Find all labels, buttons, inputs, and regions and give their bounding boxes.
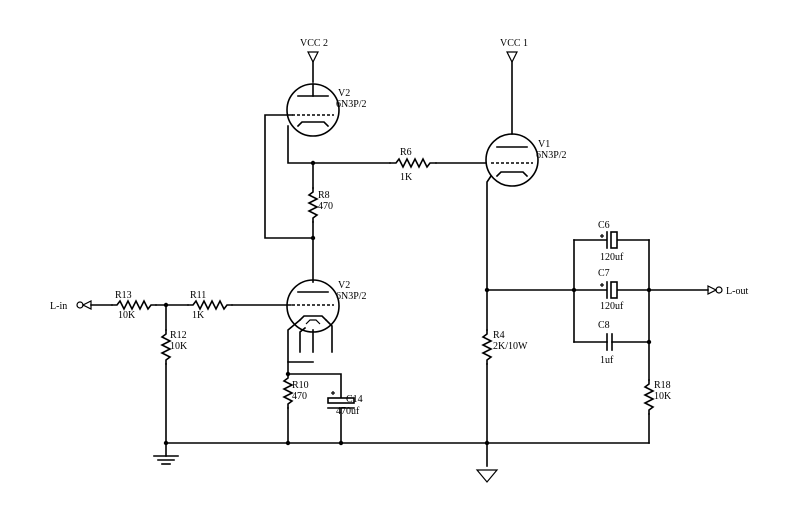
r10-value: 470 xyxy=(292,391,307,402)
r18-value: 10K xyxy=(654,391,672,402)
r12-value: 10K xyxy=(170,341,188,352)
r8-value: 470 xyxy=(318,201,333,212)
c8-value: 1uf xyxy=(600,355,614,366)
tube-v2-bottom-name: V2 xyxy=(338,280,350,291)
tube-v2-top-type: 6N3P/2 xyxy=(336,99,367,110)
c7-name: C7 xyxy=(598,268,610,279)
l-in-terminal xyxy=(76,300,92,310)
r4-value: 2K/10W xyxy=(493,341,528,352)
resistor-r4 xyxy=(481,329,493,365)
earth-ground-icon xyxy=(153,455,179,465)
vcc1-label: VCC 1 xyxy=(500,38,528,49)
r4-name: R4 xyxy=(493,330,505,341)
ground-triangle-icon xyxy=(475,469,499,483)
r11-name: R11 xyxy=(190,290,206,301)
resistor-r12 xyxy=(160,329,172,365)
tube-v2-top-name: V2 xyxy=(338,88,350,99)
resistor-r11 xyxy=(187,299,233,311)
resistor-r8 xyxy=(307,187,319,223)
r13-name: R13 xyxy=(115,290,132,301)
tube-v1 xyxy=(485,133,539,187)
c7-value: 120uf xyxy=(600,301,624,312)
resistor-r6 xyxy=(389,157,437,169)
tube-v1-name: V1 xyxy=(538,139,550,150)
c6-value: 120uf xyxy=(600,252,624,263)
tube-v2-top xyxy=(286,83,340,137)
resistor-r10 xyxy=(282,373,294,409)
l-out-label: L-out xyxy=(726,286,748,297)
c8-name: C8 xyxy=(598,320,610,331)
r8-name: R8 xyxy=(318,190,330,201)
r6-value: 1K xyxy=(400,172,413,183)
tube-v2-bottom-type: 6N3P/2 xyxy=(336,291,367,302)
l-out-terminal xyxy=(707,285,723,295)
r13-value: 10K xyxy=(118,310,136,321)
c6-name: C6 xyxy=(598,220,610,231)
r6-name: R6 xyxy=(400,147,412,158)
r18-name: R18 xyxy=(654,380,671,391)
capacitor-c6 xyxy=(600,231,618,249)
resistor-r18 xyxy=(643,379,655,415)
resistor-r13 xyxy=(111,299,157,311)
tube-v1-type: 6N3P/2 xyxy=(536,150,567,161)
l-in-label: L-in xyxy=(50,301,67,312)
vcc2-terminal xyxy=(307,51,319,83)
c14-value: 470uf xyxy=(336,406,360,417)
capacitor-c7 xyxy=(600,281,618,299)
vcc2-label: VCC 2 xyxy=(300,38,328,49)
r10-name: R10 xyxy=(292,380,309,391)
r11-value: 1K xyxy=(192,310,205,321)
vcc1-terminal xyxy=(506,51,518,135)
r12-name: R12 xyxy=(170,330,187,341)
c14-name: C14 xyxy=(346,394,363,405)
